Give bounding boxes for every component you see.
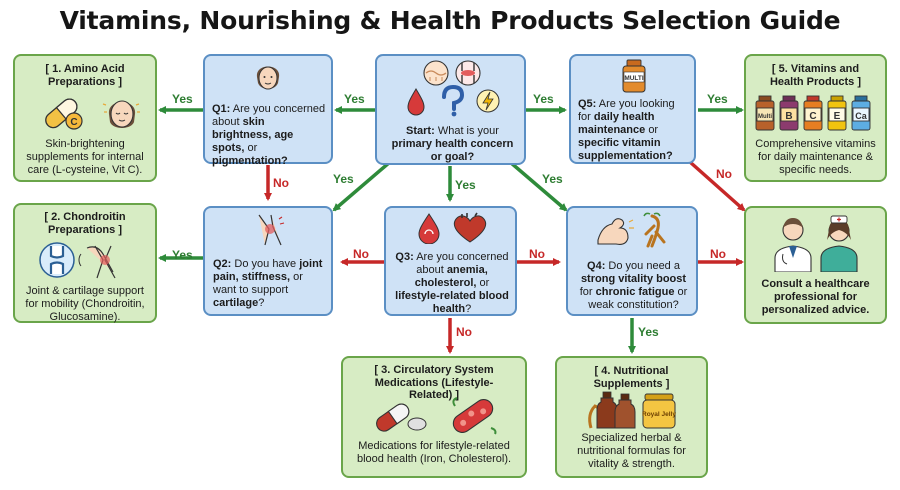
capsule-c-label: C — [70, 117, 77, 128]
result-nutritional: [ 4. Nutritional Supplements ] Royal Jel… — [555, 356, 708, 478]
question-q1: Q1: Are you concerned about skin brightn… — [203, 54, 333, 167]
vitamin-bottles-icon: Multi B C E Ca — [755, 95, 871, 131]
royal-jelly-icon: Royal Jelly — [642, 393, 676, 429]
arrow-q5-consult — [688, 160, 746, 212]
result-circulatory-title: [ 3. Circulatory System Medications (Lif… — [374, 364, 494, 401]
result-vitamins-desc: Comprehensive vitamins for daily mainten… — [755, 138, 876, 176]
label-yes-q1-r1: Yes — [172, 92, 193, 106]
result-vitamins: [ 5. Vitamins and Health Products ] Mult… — [744, 54, 887, 182]
face-glow-icon — [102, 100, 140, 128]
blood-heart-icon — [418, 212, 487, 244]
question-q4: Q4: Do you need a strong vitality boost … — [566, 206, 698, 316]
label-yes-start-q3: Yes — [455, 178, 476, 192]
result-circulatory: [ 3. Circulatory System Medications (Lif… — [341, 356, 527, 478]
arrow-start-q4 — [508, 160, 568, 212]
blood-drop-icon — [407, 88, 425, 116]
question-q1-text: Q1: Are you concerned about skin brightn… — [212, 103, 326, 167]
arrow-start-q2 — [332, 160, 392, 212]
circulatory-icons — [376, 397, 497, 435]
question-q2: Q2: Do you have joint pain, stiffness, o… — [203, 206, 333, 316]
royal-jelly-label: Royal Jelly — [642, 411, 676, 418]
label-yes-start-q5: Yes — [533, 92, 554, 106]
result-chondroitin: [ 2. Chondroitin Preparations ] Joint & … — [13, 203, 157, 323]
blood-vessel-icon — [452, 397, 497, 435]
label-no-q5-consult: No — [716, 167, 732, 181]
question-q3: Q3: Are you concerned about anemia, chol… — [384, 206, 517, 316]
multi-bottle-label: MULTI — [624, 75, 644, 82]
label-no-q4-consult: No — [710, 247, 726, 261]
question-q5-text: Q5: Are you looking for daily health mai… — [578, 98, 675, 162]
result-nutritional-desc: Specialized herbal & nutritional formula… — [577, 432, 686, 470]
lightning-icon — [476, 89, 500, 113]
result-chondroitin-desc: Joint & cartilage support for mobility (… — [25, 285, 145, 323]
label-yes-q5-r5: Yes — [707, 92, 728, 106]
pill-icon — [376, 403, 427, 432]
vit-multi-label: Multi — [758, 114, 772, 120]
question-q4-text: Q4: Do you need a strong vitality boost … — [579, 260, 688, 311]
heart-icon — [453, 215, 487, 243]
page-title: Vitamins, Nourishing & Health Products S… — [59, 6, 841, 35]
nurse-icon — [820, 215, 858, 272]
vit-ca-label: Ca — [855, 111, 867, 121]
label-no-q3-q4: No — [529, 247, 545, 261]
vit-b-label: B — [785, 111, 792, 122]
muscle-arm-icon — [597, 218, 629, 245]
joint-pain-icon — [258, 214, 285, 246]
label-no-q3-r3: No — [456, 325, 472, 339]
label-yes-q2-r2: Yes — [172, 248, 193, 262]
skin-icon — [423, 60, 449, 86]
multi-bottle-icon: MULTI — [622, 59, 646, 93]
result-circulatory-desc: Medications for lifestyle-related blood … — [356, 440, 512, 465]
label-yes-start-q4: Yes — [542, 172, 563, 186]
result-nutritional-title: [ 4. Nutritional Supplements ] — [593, 365, 670, 390]
result-amino-acid-desc: Skin-brightening supplements for interna… — [26, 138, 144, 176]
start-node: Start: What is your primary health conce… — [375, 54, 526, 165]
start-node-text: Start: What is your primary health conce… — [391, 125, 514, 163]
label-yes-start-q2: Yes — [333, 172, 354, 186]
result-chondroitin-title: [ 2. Chondroitin Preparations ] — [44, 211, 126, 236]
question-q3-text: Q3: Are you concerned about anemia, chol… — [395, 251, 509, 315]
consult-node-text: Consult a healthcare professional for pe… — [761, 278, 870, 316]
vit-c-label: C — [809, 111, 816, 122]
label-no-q1-q2: No — [273, 176, 289, 190]
result-vitamins-title: [ 5. Vitamins and Health Products ] — [769, 63, 862, 88]
joint-icon — [455, 60, 481, 86]
question-mark-icon — [442, 84, 465, 117]
result-amino-acid-title: [ 1. Amino Acid Preparations ] — [45, 63, 125, 88]
knee-joint-icon — [39, 242, 116, 279]
doctor-icon — [774, 218, 812, 272]
face-icon — [256, 66, 280, 90]
vitality-icon — [597, 212, 666, 248]
ginseng-icon — [644, 214, 666, 248]
label-no-q3-q2: No — [353, 247, 369, 261]
question-q5: MULTI Q5: Are you looking for daily heal… — [569, 54, 696, 164]
question-q2-text: Q2: Do you have joint pain, stiffness, o… — [213, 258, 323, 309]
start-icons — [407, 60, 500, 117]
vit-e-label: E — [834, 111, 841, 122]
healthcare-pros-icon — [774, 215, 858, 272]
herbal-bottles-icon: Royal Jelly — [588, 391, 676, 429]
result-amino-acid: [ 1. Amino Acid Preparations ] C Skin-br… — [13, 54, 157, 182]
label-yes-start-q1: Yes — [344, 92, 365, 106]
label-yes-q4-r4: Yes — [638, 325, 659, 339]
consult-node: Consult a healthcare professional for pe… — [744, 206, 887, 324]
capsule-icon: C — [45, 98, 83, 130]
